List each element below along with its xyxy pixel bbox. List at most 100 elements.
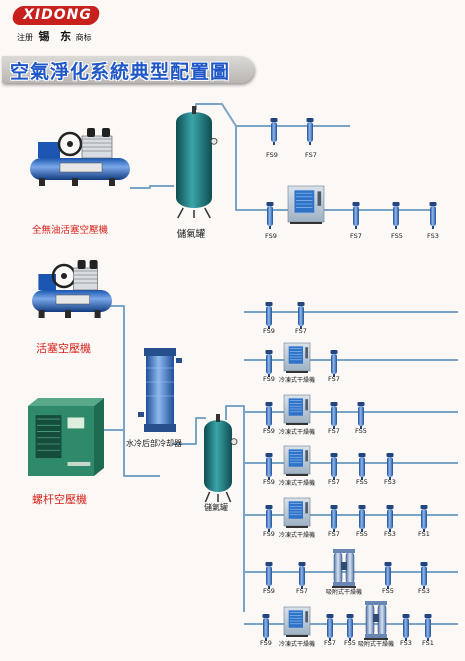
compressor-wheel	[94, 310, 101, 318]
filter-drain	[395, 226, 397, 229]
refrigerated-dryer-b7	[283, 606, 311, 637]
filter-head	[424, 614, 432, 618]
compressor-hub	[61, 273, 67, 279]
pipe-tank-to-manifold	[225, 405, 245, 612]
registered-prefix: 注册	[17, 33, 33, 42]
dryer-panel	[288, 346, 303, 364]
filter-b6-1	[298, 562, 306, 589]
filter-b3-1	[330, 402, 338, 429]
filter-drain	[333, 477, 335, 480]
filter-bowl	[263, 618, 269, 638]
filter-b4-1	[330, 453, 338, 480]
dryer-gauge	[317, 191, 322, 206]
filter-b5-0	[265, 505, 273, 532]
filter-drain	[423, 529, 425, 532]
filter-head	[265, 302, 273, 306]
filter-label-b6-2: FS5	[382, 587, 394, 595]
screw-side	[94, 398, 104, 476]
filter-bowl	[353, 206, 359, 226]
filter-drain	[405, 638, 407, 641]
tank-valve	[216, 414, 220, 422]
ads-bottom-manifold	[365, 634, 387, 638]
filter-head	[298, 562, 306, 566]
filter-b2-0	[265, 350, 273, 377]
pipe-cooler-to-tank	[172, 417, 206, 445]
filter-bowl	[331, 354, 337, 374]
filter-label-b5-3: FS3	[384, 530, 396, 538]
filter-label-b4-3: FS3	[384, 478, 396, 486]
dryer-base	[286, 371, 308, 373]
compressor-wheel	[72, 178, 78, 186]
screw-compressor	[28, 398, 104, 476]
filter-label-b7-0: FS9	[260, 639, 272, 647]
filter-drain	[389, 477, 391, 480]
filter-head	[420, 505, 428, 509]
filter-label-b4-0: FS9	[263, 478, 275, 486]
filter-b5-3	[386, 505, 394, 532]
filter-b7-1	[326, 614, 334, 641]
filter-bowl	[387, 457, 393, 477]
filter-drain	[329, 638, 331, 641]
filter-drain	[268, 426, 270, 429]
filter-head	[306, 118, 314, 122]
tank-body	[204, 420, 232, 492]
refrigerated-dryer-b3	[283, 394, 311, 425]
label-aftercooler: 水冷后部冷却器	[126, 438, 182, 448]
ads-bottom-manifold	[333, 582, 355, 586]
dryer-panel	[288, 449, 303, 467]
screw-vent	[35, 415, 62, 459]
filter-head	[386, 453, 394, 457]
tank-gauge	[210, 137, 218, 145]
filter-b3-0	[265, 402, 273, 429]
label-tank-bottom: 儲氣罐	[204, 502, 228, 512]
filter-label-top2-0: FS9	[265, 232, 277, 240]
filter-label-b2-1: FS7	[328, 375, 340, 383]
filter-label-b1-1: FS7	[295, 327, 307, 335]
dryer-base	[286, 635, 308, 637]
filter-bowl	[266, 306, 272, 326]
filter-bowl	[266, 354, 272, 374]
filter-bowl	[359, 509, 365, 529]
dryer-panel	[294, 190, 315, 213]
compressor-intake	[89, 260, 98, 269]
filter-bowl	[347, 618, 353, 638]
filter-label-b4-2: FS5	[356, 478, 368, 486]
compressor-hub	[67, 141, 73, 147]
filter-bowl	[266, 509, 272, 529]
filter-label-b5-4: FS1	[418, 530, 430, 538]
filter-bowl	[267, 206, 273, 226]
cooler-cap	[144, 348, 176, 356]
screw-top	[28, 398, 104, 406]
filter-bowl	[327, 618, 333, 638]
filter-head	[330, 402, 338, 406]
filter-drain	[309, 142, 311, 145]
filter-head	[420, 562, 428, 566]
filter-b7-0	[262, 614, 270, 641]
cooler-shell	[146, 356, 174, 424]
filter-bowl	[430, 206, 436, 226]
filter-drain	[301, 586, 303, 589]
filter-bowl	[358, 406, 364, 426]
filter-drain	[389, 529, 391, 532]
filter-head	[357, 402, 365, 406]
title-banner	[2, 56, 254, 83]
filter-head	[346, 614, 354, 618]
compressor-nameplate	[59, 162, 103, 173]
filter-label-b7-4: FS1	[422, 639, 434, 647]
compressor-wheel	[38, 310, 45, 318]
ads-top-manifold	[333, 549, 355, 553]
dryer-panel	[288, 501, 303, 519]
storage-tank-bottom	[204, 414, 238, 503]
dryer-base	[286, 423, 308, 425]
dryer-gauge	[305, 611, 308, 623]
filter-bowl	[331, 406, 337, 426]
filter-bowl	[271, 122, 277, 142]
filter-label-top2-1: FS7	[350, 232, 362, 240]
dryer-panel	[288, 610, 303, 628]
compressor-nameplate	[55, 294, 90, 305]
filter-head	[270, 118, 278, 122]
tank-leg	[225, 491, 232, 503]
label-refrigerated-dryer-b4: 冷凍式干燥機	[279, 479, 315, 487]
refrigerated-dryer-b4	[283, 445, 311, 476]
